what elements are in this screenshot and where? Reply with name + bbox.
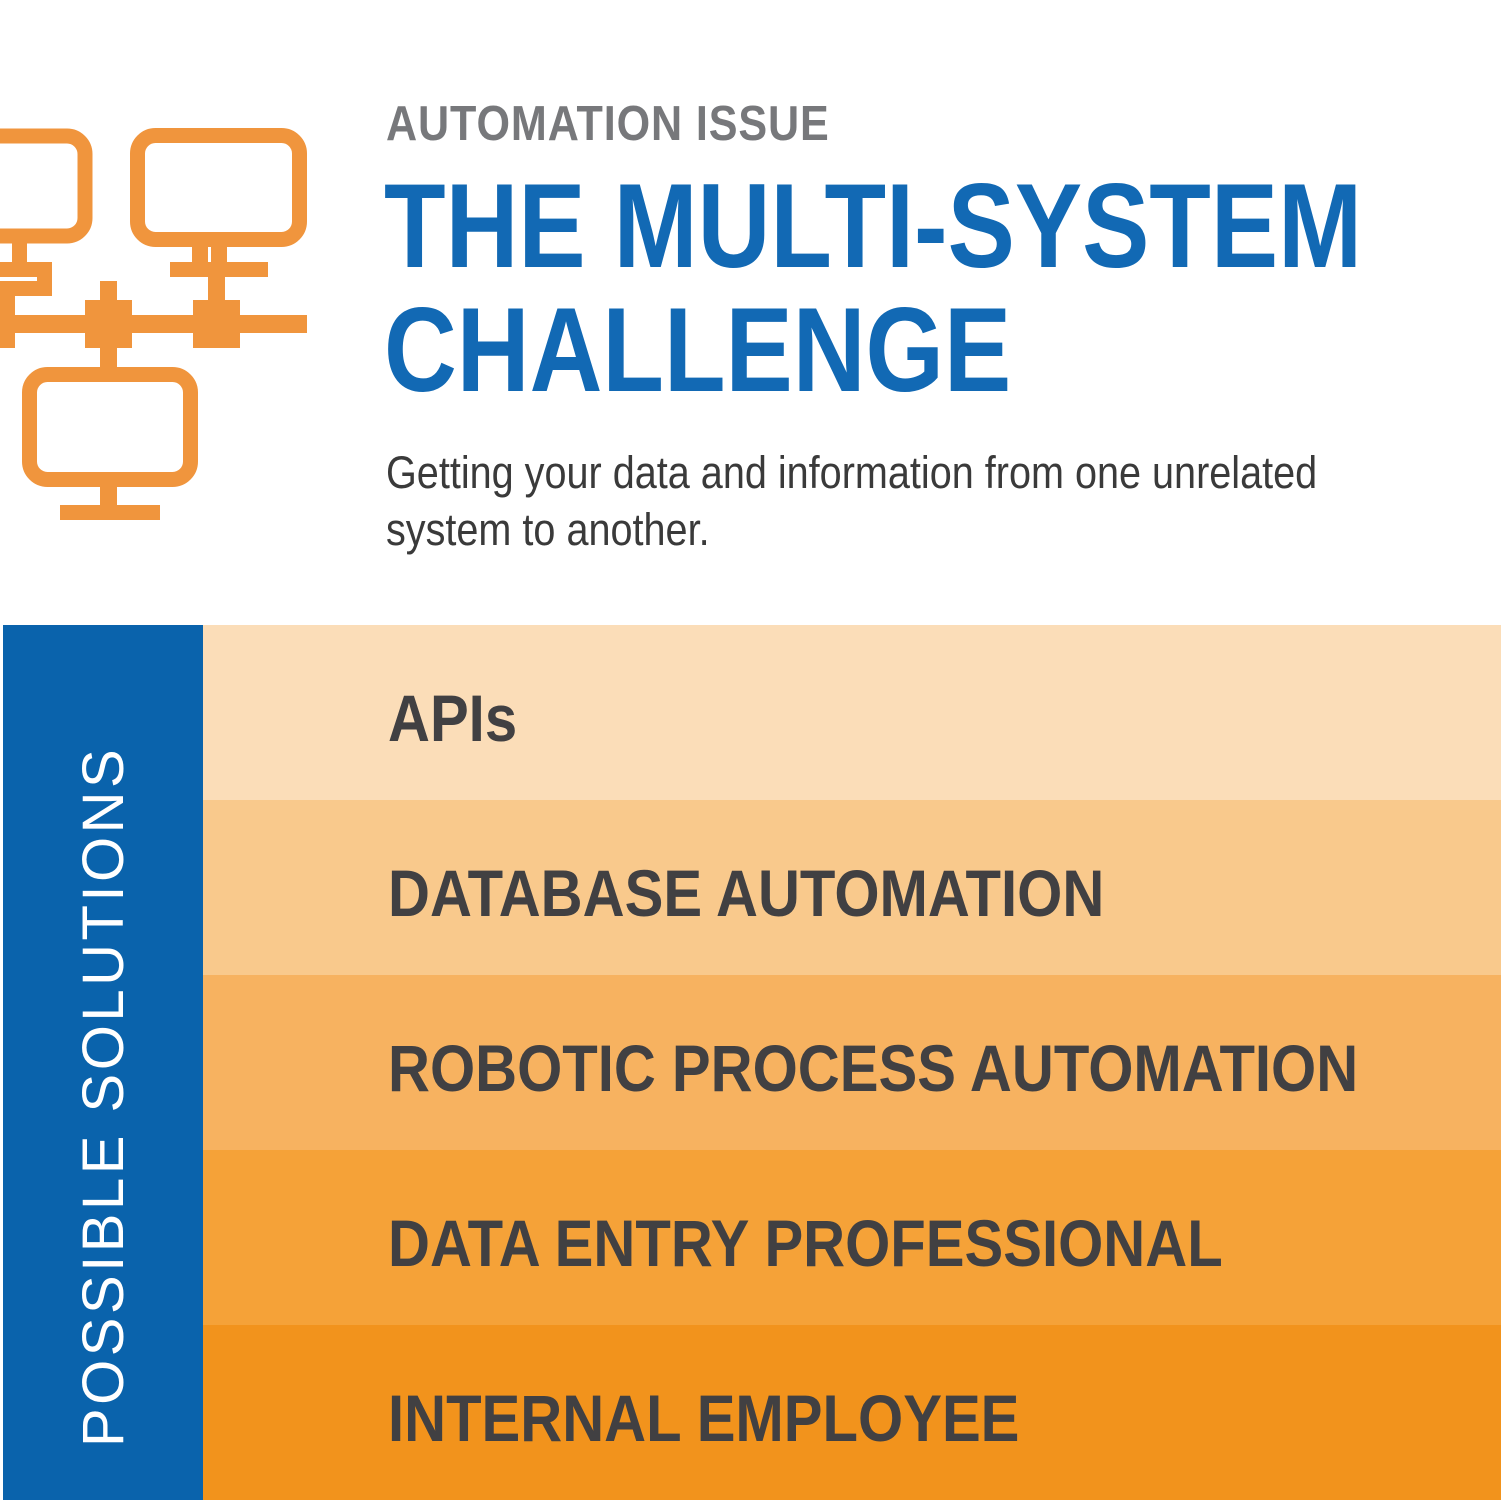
networked-computers-icon — [0, 110, 330, 530]
page-subtitle: Getting your data and information from o… — [386, 447, 1318, 555]
solutions-section: POSSIBLE SOLUTIONS APIs DATABASE AUTOMAT… — [0, 625, 1501, 1500]
solution-row-data-entry-professional: DATA ENTRY PROFESSIONAL — [203, 1150, 1501, 1325]
solutions-band-list: APIs DATABASE AUTOMATION ROBOTIC PROCESS… — [203, 625, 1501, 1500]
solution-label: ROBOTIC PROCESS AUTOMATION — [388, 1030, 1359, 1105]
kicker-label: AUTOMATION ISSUE — [386, 97, 830, 151]
solution-label: DATA ENTRY PROFESSIONAL — [388, 1205, 1223, 1280]
solution-row-robotic-process-automation: ROBOTIC PROCESS AUTOMATION — [203, 975, 1501, 1150]
solution-row-database-automation: DATABASE AUTOMATION — [203, 800, 1501, 975]
solution-row-internal-employee: INTERNAL EMPLOYEE — [203, 1325, 1501, 1500]
page-title-line2: CHALLENGE — [384, 283, 1012, 417]
possible-solutions-bar: POSSIBLE SOLUTIONS — [3, 625, 203, 1500]
solution-label: INTERNAL EMPLOYEE — [388, 1380, 1020, 1455]
solution-label: DATABASE AUTOMATION — [388, 855, 1105, 930]
solution-label: APIs — [388, 680, 518, 755]
page-title-line1: THE MULTI-SYSTEM — [384, 159, 1363, 293]
solution-row-apis: APIs — [203, 625, 1501, 800]
possible-solutions-label: POSSIBLE SOLUTIONS — [71, 745, 136, 1447]
